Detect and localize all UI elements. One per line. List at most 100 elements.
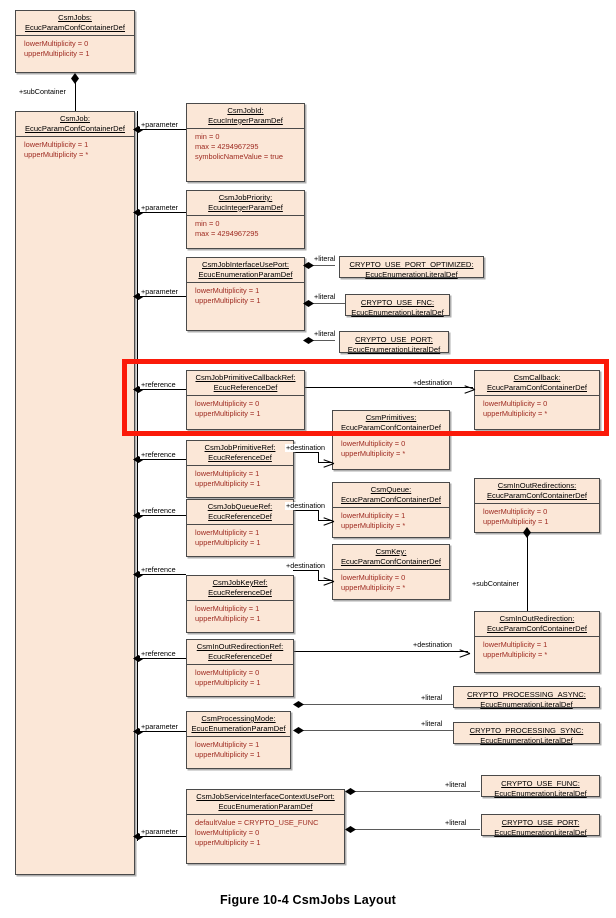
node-csm-inout-redirections[interactable]: CsmInOutRedirections: EcucParamConfConta… <box>474 478 600 533</box>
diamond-parameter-4 <box>133 728 144 735</box>
role-parameter-5: +parameter <box>140 827 179 836</box>
edge-iface-literal-fnc <box>305 303 345 304</box>
arrowhead-destination-4 <box>323 576 334 585</box>
node-csm-primitives[interactable]: CsmPrimitives: EcucParamConfContainerDef… <box>332 410 450 470</box>
node-csm-job-primitive-callback-ref-header: CsmJobPrimitiveCallbackRef: EcucReferenc… <box>187 371 304 397</box>
node-csm-key-attrs: lowerMultiplicity = 0 upperMultiplicity … <box>341 573 406 592</box>
edge-queueref-v <box>318 510 319 520</box>
edge-csmjob-csmjobprimitiveref <box>143 459 186 460</box>
arrowhead-destination-3 <box>323 516 334 525</box>
node-csm-job-id[interactable]: CsmJobId: EcucIntegerParamDef min = 0 ma… <box>186 103 305 182</box>
node-literal-crypto-processing-sync-header: CRYPTO_PROCESSING_SYNC: EcucEnumerationL… <box>469 726 584 745</box>
node-csm-job-priority-header: CsmJobPriority: EcucIntegerParamDef <box>187 191 304 217</box>
node-literal-crypto-use-port-optimized[interactable]: CRYPTO_USE_PORT_OPTIMIZED: EcucEnumerati… <box>339 256 484 279</box>
node-csm-inout-redirection-ref-attrs: lowerMultiplicity = 0 upperMultiplicity … <box>195 668 261 687</box>
node-csm-job-queue-ref-attrs: lowerMultiplicity = 1 upperMultiplicity … <box>195 528 261 547</box>
node-csm-job-priority[interactable]: CsmJobPriority: EcucIntegerParamDef min … <box>186 190 305 249</box>
node-csm-job-queue-ref-header: CsmJobQueueRef: EcucReferenceDef <box>187 500 293 526</box>
role-parameter-1: +parameter <box>140 120 179 129</box>
node-csm-job-key-ref[interactable]: CsmJobKeyRef: EcucReferenceDef lowerMult… <box>186 575 294 633</box>
role-literal-2: +literal <box>313 292 337 301</box>
edge-procmode-async <box>298 704 453 705</box>
figure-caption: Figure 10-4 CsmJobs Layout <box>219 893 397 907</box>
node-csm-inout-redirection-ref[interactable]: CsmInOutRedirectionRef: EcucReferenceDef… <box>186 639 294 697</box>
node-literal-crypto-use-func-2[interactable]: CRYPTO_USE_FUNC: EcucEnumerationLiteralD… <box>481 775 600 798</box>
edge-queueref-h1 <box>293 510 318 511</box>
arrowhead-destination-1 <box>464 384 475 393</box>
node-csm-job-service-interface-context-use-port[interactable]: CsmJobServiceInterfaceContextUsePort: Ec… <box>186 789 345 864</box>
role-literal-3: +literal <box>313 329 337 338</box>
role-destination-2: +destination <box>285 443 326 452</box>
diamond-literal-5 <box>293 727 304 734</box>
edge-csmjob-spine <box>137 111 138 841</box>
node-csm-queue[interactable]: CsmQueue: EcucParamConfContainerDef lowe… <box>332 482 450 538</box>
edge-csmjob-csmjobkeyref <box>143 574 186 575</box>
node-csm-job-primitive-callback-ref-attrs: lowerMultiplicity = 0 upperMultiplicity … <box>195 399 261 418</box>
diamond-literal-1 <box>303 262 314 269</box>
diamond-literal-7 <box>345 826 356 833</box>
node-csm-inout-redirection[interactable]: CsmInOutRedirection: EcucParamConfContai… <box>474 611 600 673</box>
role-reference-5: +reference <box>140 649 177 658</box>
node-csm-callback-header: CsmCallback: EcucParamConfContainerDef <box>475 371 599 397</box>
node-csm-callback[interactable]: CsmCallback: EcucParamConfContainerDef l… <box>474 370 600 430</box>
node-literal-crypto-processing-sync[interactable]: CRYPTO_PROCESSING_SYNC: EcucEnumerationL… <box>453 722 600 745</box>
node-literal-crypto-use-port-header: CRYPTO_USE_PORT: EcucEnumerationLiteralD… <box>347 335 441 354</box>
node-csm-job-interface-use-port-attrs: lowerMultiplicity = 1 upperMultiplicity … <box>195 286 261 305</box>
role-destination-5: +destination <box>412 640 453 649</box>
node-csm-job[interactable]: CsmJob: EcucParamConfContainerDef lowerM… <box>15 111 135 875</box>
node-csm-key-header: CsmKey: EcucParamConfContainerDef <box>333 545 449 571</box>
diamond-parameter-1 <box>133 126 144 133</box>
diamond-reference-5 <box>133 655 144 662</box>
node-literal-crypto-use-fnc-header: CRYPTO_USE_FNC: EcucEnumerationLiteralDe… <box>351 298 444 317</box>
node-csm-inout-redirection-ref-header: CsmInOutRedirectionRef: EcucReferenceDef <box>187 640 293 666</box>
node-csm-job-service-interface-context-use-port-attrs: defaultValue = CRYPTO_USE_FUNC lowerMult… <box>195 818 319 847</box>
node-literal-crypto-use-fnc[interactable]: CRYPTO_USE_FNC: EcucEnumerationLiteralDe… <box>345 294 450 317</box>
node-literal-crypto-processing-async[interactable]: CRYPTO_PROCESSING_ASYNC: EcucEnumeration… <box>453 686 600 709</box>
node-csm-job-key-ref-header: CsmJobKeyRef: EcucReferenceDef <box>187 576 293 602</box>
node-csm-inout-redirection-header: CsmInOutRedirection: EcucParamConfContai… <box>475 612 599 638</box>
node-csm-job-id-header: CsmJobId: EcucIntegerParamDef <box>187 104 304 130</box>
node-literal-crypto-use-port[interactable]: CRYPTO_USE_PORT: EcucEnumerationLiteralD… <box>339 331 449 354</box>
edge-csmjob-csmjobqueueref <box>143 515 186 516</box>
edge-csmjob-csmjobpriority <box>143 212 186 213</box>
diamond-redirs-subcontainer <box>523 527 531 538</box>
node-csm-queue-header: CsmQueue: EcucParamConfContainerDef <box>333 483 449 509</box>
node-csm-job-key-ref-attrs: lowerMultiplicity = 1 upperMultiplicity … <box>195 604 261 623</box>
diamond-reference-3 <box>133 512 144 519</box>
role-destination-1: +destination <box>412 378 453 387</box>
node-csm-processing-mode-attrs: lowerMultiplicity = 1 upperMultiplicity … <box>195 740 261 759</box>
role-reference-3: +reference <box>140 506 177 515</box>
node-literal-crypto-use-port-optimized-header: CRYPTO_USE_PORT_OPTIMIZED: EcucEnumerati… <box>349 260 474 279</box>
role-subcontainer-2: +subContainer <box>471 579 520 588</box>
node-csm-queue-attrs: lowerMultiplicity = 1 upperMultiplicity … <box>341 511 406 530</box>
diamond-literal-3 <box>303 337 314 344</box>
node-literal-crypto-use-port-2[interactable]: CRYPTO_USE_PORT: EcucEnumerationLiteralD… <box>481 814 600 837</box>
diamond-literal-4 <box>293 701 304 708</box>
node-csm-inout-redirections-attrs: lowerMultiplicity = 0 upperMultiplicity … <box>483 507 549 526</box>
edge-csmjob-csmjobserviceinterfacecontextuseport <box>143 836 186 837</box>
node-csm-jobs[interactable]: CsmJobs: EcucParamConfContainerDef lower… <box>15 10 135 73</box>
role-literal-5: +literal <box>420 719 444 728</box>
edge-primref-h1 <box>293 452 318 453</box>
node-csm-job-interface-use-port[interactable]: CsmJobInterfaceUsePort: EcucEnumerationP… <box>186 257 305 331</box>
role-parameter-2: +parameter <box>140 203 179 212</box>
edge-csmjobs-csmjob <box>75 81 76 111</box>
node-csm-job-id-attrs: min = 0 max = 4294967295 symbolicNameVal… <box>195 132 283 161</box>
node-csm-job-primitive-callback-ref[interactable]: CsmJobPrimitiveCallbackRef: EcucReferenc… <box>186 370 305 430</box>
node-literal-crypto-use-port-2-header: CRYPTO_USE_PORT: EcucEnumerationLiteralD… <box>494 818 587 837</box>
node-csm-key[interactable]: CsmKey: EcucParamConfContainerDef lowerM… <box>332 544 450 600</box>
diamond-parameter-2 <box>133 209 144 216</box>
edge-iface-literal-portopt <box>305 265 335 266</box>
diamond-parameter-5 <box>133 833 144 840</box>
edge-iface-literal-port <box>305 340 335 341</box>
edge-keyref-h1 <box>293 570 318 571</box>
node-csm-processing-mode[interactable]: CsmProcessingMode: EcucEnumerationParamD… <box>186 711 291 769</box>
edge-csmjob-csmjobinterfaceuseport <box>143 296 186 297</box>
node-csm-job-primitive-ref-header: CsmJobPrimitiveRef: EcucReferenceDef <box>187 441 293 467</box>
edge-procmode-sync <box>298 730 453 731</box>
role-subcontainer-1: +subContainer <box>18 87 67 96</box>
node-csm-job-queue-ref[interactable]: CsmJobQueueRef: EcucReferenceDef lowerMu… <box>186 499 294 557</box>
node-csm-job-primitive-ref[interactable]: CsmJobPrimitiveRef: EcucReferenceDef low… <box>186 440 294 498</box>
node-literal-crypto-use-func-2-header: CRYPTO_USE_FUNC: EcucEnumerationLiteralD… <box>494 779 587 798</box>
role-reference-4: +reference <box>140 565 177 574</box>
